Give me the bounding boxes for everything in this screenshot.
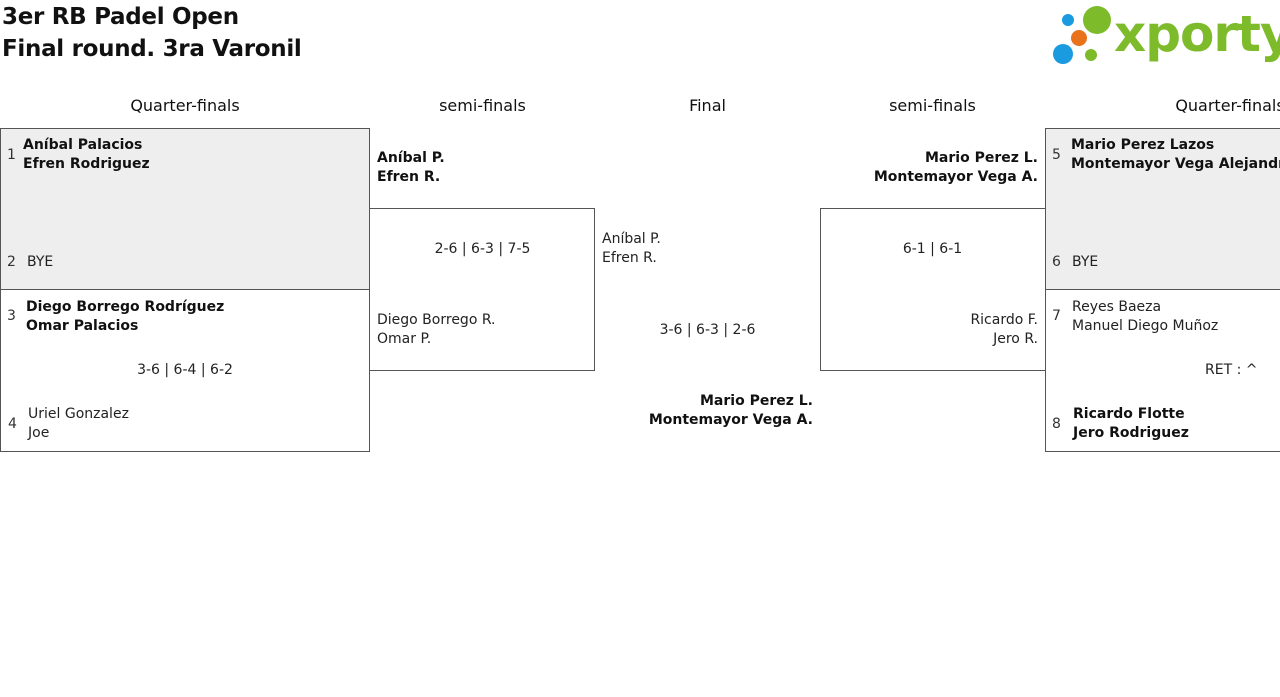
qf-match-1[interactable] bbox=[0, 128, 370, 290]
player-name: Efren R. bbox=[602, 250, 657, 266]
sf-match-left[interactable] bbox=[369, 208, 595, 371]
round-heading-sf-left: semi-finals bbox=[439, 96, 526, 115]
seed-number: 5 bbox=[1052, 147, 1061, 163]
player-name: Efren R. bbox=[377, 169, 441, 185]
player-name: Aníbal P. bbox=[377, 150, 445, 166]
player-name: Aníbal Palacios bbox=[23, 137, 143, 153]
qf-match-2[interactable] bbox=[0, 289, 370, 452]
bye-label: BYE bbox=[27, 254, 54, 270]
page-title: 3er RB Padel Open bbox=[2, 4, 239, 30]
seed-number: 2 bbox=[7, 254, 16, 270]
logo-dots-icon bbox=[1053, 6, 1111, 64]
seed-number: 3 bbox=[7, 308, 16, 324]
xporty-logo[interactable]: xporty bbox=[1050, 4, 1280, 68]
match-score: 6-1 | 6-1 bbox=[902, 241, 963, 257]
round-heading-qf-left: Quarter-finals bbox=[130, 96, 240, 115]
bye-label: BYE bbox=[1072, 254, 1099, 270]
player-name: Omar P. bbox=[377, 331, 432, 347]
round-heading-qf-right: Quarter-finals bbox=[1175, 96, 1280, 115]
player-name: Manuel Diego Muñoz bbox=[1072, 318, 1219, 334]
player-name: Ricardo F. bbox=[970, 312, 1038, 328]
player-name: Uriel Gonzalez bbox=[28, 406, 129, 422]
seed-number: 7 bbox=[1052, 308, 1061, 324]
round-heading-final: Final bbox=[689, 96, 726, 115]
player-name: Mario Perez L. bbox=[700, 393, 813, 409]
player-name: Montemayor Vega A. bbox=[873, 169, 1038, 185]
player-name: Jero Rodriguez bbox=[1073, 425, 1189, 441]
qf-match-3[interactable] bbox=[1045, 128, 1280, 290]
match-score: 3-6 | 6-3 | 2-6 bbox=[659, 322, 756, 338]
player-name: Mario Perez L. bbox=[925, 150, 1038, 166]
logo-text: xporty bbox=[1114, 5, 1280, 63]
player-name: Efren Rodriguez bbox=[23, 156, 150, 172]
player-name: Ricardo Flotte bbox=[1073, 406, 1185, 422]
seed-number: 6 bbox=[1052, 254, 1061, 270]
player-name: Montemayor Vega Alejandro bbox=[1071, 156, 1280, 172]
qf-match-4[interactable] bbox=[1045, 289, 1280, 452]
player-name: Omar Palacios bbox=[26, 318, 139, 334]
round-heading-sf-right: semi-finals bbox=[889, 96, 976, 115]
match-score: 2-6 | 6-3 | 7-5 bbox=[434, 241, 531, 257]
player-name: Diego Borrego Rodríguez bbox=[26, 299, 225, 315]
player-name: Diego Borrego R. bbox=[377, 312, 496, 328]
page-subtitle: Final round. 3ra Varonil bbox=[2, 36, 302, 62]
player-name: Joe bbox=[28, 425, 50, 441]
player-name: Mario Perez Lazos bbox=[1071, 137, 1215, 153]
sf-match-right[interactable] bbox=[820, 208, 1046, 371]
match-score: 3-6 | 6-4 | 6-2 bbox=[137, 362, 233, 378]
seed-number: 1 bbox=[7, 147, 16, 163]
player-name: Jero R. bbox=[993, 331, 1038, 347]
player-name: Reyes Baeza bbox=[1072, 299, 1162, 315]
seed-number: 8 bbox=[1052, 416, 1061, 432]
match-score: RET : ^ bbox=[1205, 362, 1258, 378]
seed-number: 4 bbox=[8, 416, 17, 432]
player-name: Aníbal P. bbox=[602, 231, 661, 247]
player-name: Montemayor Vega A. bbox=[648, 412, 813, 428]
